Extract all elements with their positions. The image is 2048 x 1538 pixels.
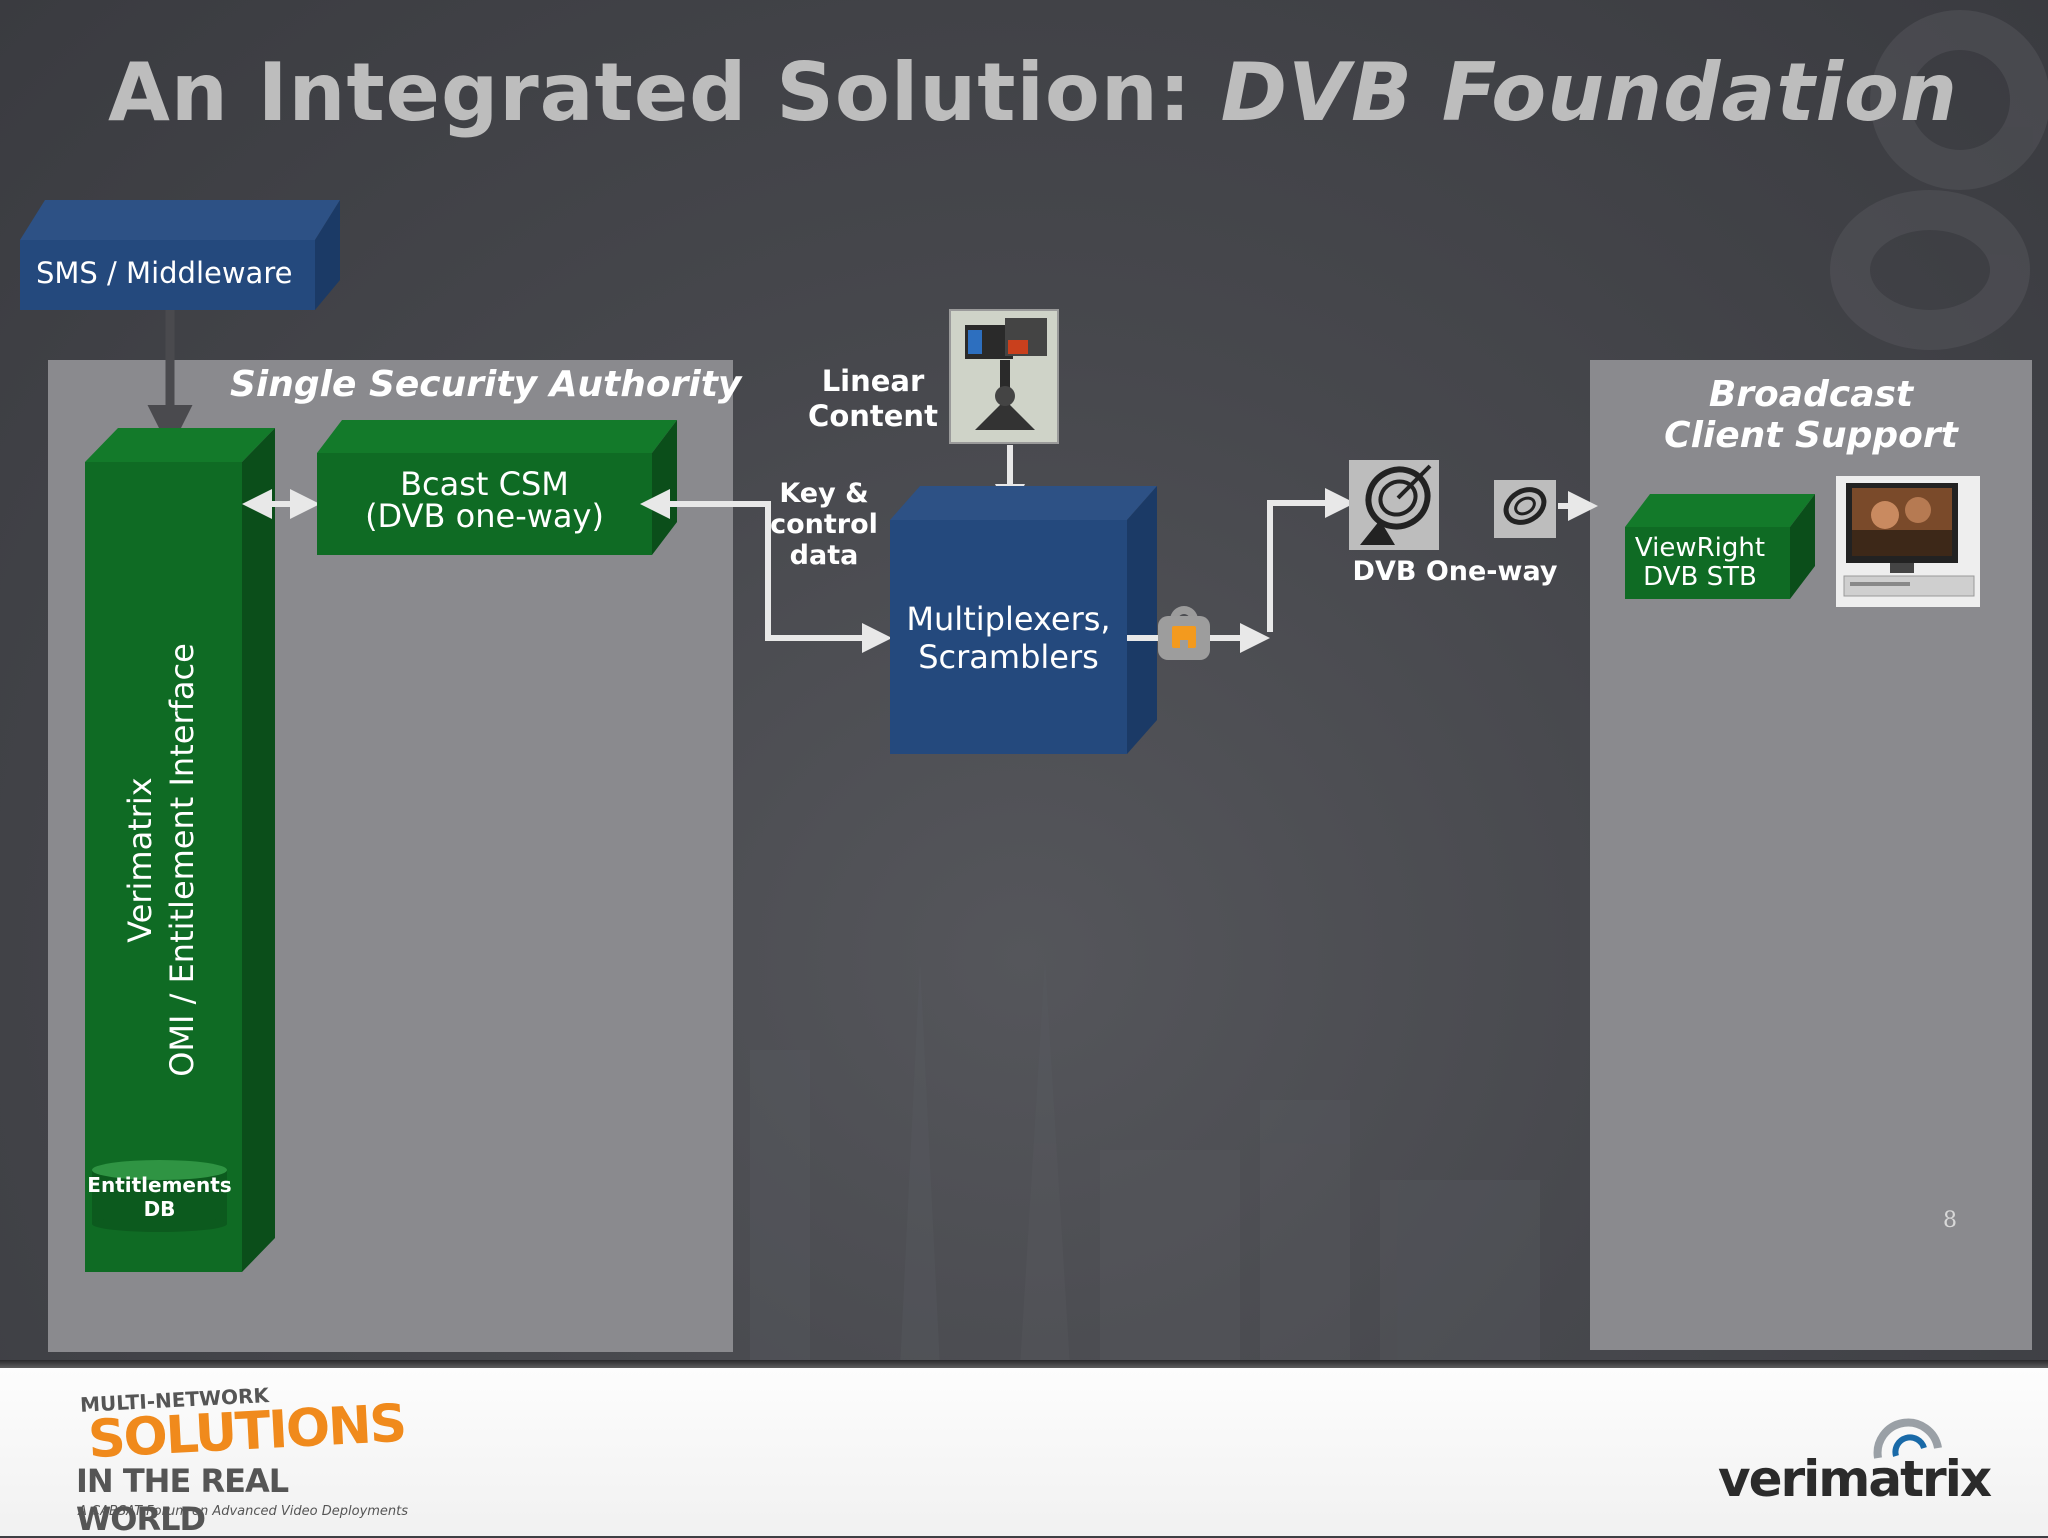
- satellite-dish-icon: [1349, 460, 1439, 550]
- sms-middleware-box: [20, 200, 340, 310]
- verimatrix-swirl-icon: [1873, 1418, 1942, 1459]
- tv-icon: [1836, 476, 1980, 607]
- verimatrix-logo: verimatrix: [1700, 1408, 1992, 1508]
- entitlements-db-cylinder: [92, 1160, 227, 1232]
- viewright-stb-label: ViewRight DVB STB: [1634, 533, 1766, 593]
- small-satellite-dish-icon: [1494, 480, 1556, 538]
- omi-column-label: Verimatrix OMI / Entitlement Interface: [121, 643, 201, 1077]
- single-security-authority-label: Single Security Authority: [230, 364, 742, 405]
- camera-icon: [949, 309, 1059, 444]
- lock-icon: [1158, 606, 1210, 660]
- page-number: 8: [1943, 1208, 1957, 1233]
- footer: MULTI-NETWORK SOLUTIONS IN THE REAL WORL…: [0, 1368, 2048, 1538]
- to-satellite-arrow: [1267, 488, 1355, 632]
- key-control-data-label: Key & control data: [770, 478, 878, 572]
- omi-column: [85, 428, 275, 1272]
- event-logo: MULTI-NETWORK SOLUTIONS IN THE REAL WORL…: [76, 1383, 409, 1538]
- multiplexers-box: [890, 486, 1157, 754]
- entitlements-db-label: Entitlements DB: [87, 1173, 232, 1222]
- bcast-csm-label: Bcast CSM (DVB one-way): [365, 465, 604, 535]
- diagram: [20, 200, 1980, 1272]
- broadcast-client-support-label: Broadcast Client Support: [1664, 374, 1958, 457]
- bcast-csm-box: [317, 420, 677, 555]
- slide-background: An Integrated Solution: DVB Foundation S…: [0, 0, 2048, 1368]
- dvb-oneway-label: DVB One-way: [1352, 556, 1558, 587]
- page-title: An Integrated Solution: DVB Foundation: [108, 46, 1958, 139]
- multiplexers-label: Multiplexers, Scramblers: [906, 600, 1111, 677]
- viewright-stb-box: [1625, 494, 1815, 599]
- linear-content-label: Linear Content: [808, 364, 938, 434]
- sms-middleware-label: SMS / Middleware: [36, 256, 293, 290]
- skyline-decoration: [1830, 10, 2048, 350]
